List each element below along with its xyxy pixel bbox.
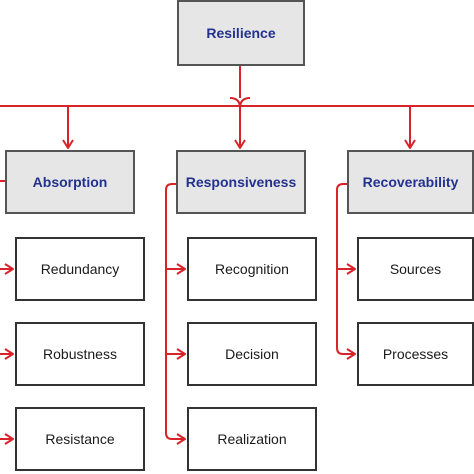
absorption-item-arrow-2 xyxy=(4,433,14,445)
recoverability-item-arrow-1 xyxy=(346,348,356,360)
category-label-recoverability: Recoverability xyxy=(362,174,459,190)
leaf-decision: Decision xyxy=(187,322,317,386)
leaf-label-recognition: Recognition xyxy=(215,261,289,277)
responsiveness-item-arrow-2 xyxy=(176,433,186,445)
responsiveness-item-arrow-0 xyxy=(176,263,186,275)
leaf-label-realization: Realization xyxy=(217,431,287,447)
absorption-item-arrow-1 xyxy=(4,348,14,360)
responsiveness-item-arrow-1 xyxy=(176,348,186,360)
leaf-sources: Sources xyxy=(357,237,474,301)
leaf-label-redundancy: Redundancy xyxy=(40,261,120,277)
leaf-processes: Processes xyxy=(357,322,474,386)
leaf-redundancy: Redundancy xyxy=(15,237,145,301)
leaf-robustness: Robustness xyxy=(15,322,145,386)
leaf-label-processes: Processes xyxy=(382,346,449,362)
category-label-responsiveness: Responsiveness xyxy=(185,174,297,190)
root-label: Resilience xyxy=(206,25,276,41)
category-recoverability: Recoverability xyxy=(347,150,474,214)
recoverability-item-arrow-0 xyxy=(346,263,356,275)
leaf-label-sources: Sources xyxy=(389,261,442,277)
root-node-resilience: Resilience xyxy=(177,0,305,66)
category-absorption: Absorption xyxy=(5,150,135,214)
drop-absorption-arrow xyxy=(62,139,74,149)
category-label-absorption: Absorption xyxy=(32,174,108,190)
category-responsiveness: Responsiveness xyxy=(176,150,306,214)
leaf-label-resistance: Resistance xyxy=(45,431,115,447)
leaf-label-decision: Decision xyxy=(225,346,279,362)
leaf-realization: Realization xyxy=(187,407,317,471)
drop-recoverability-arrow xyxy=(404,139,416,149)
absorption-item-arrow-0 xyxy=(4,263,14,275)
leaf-label-robustness: Robustness xyxy=(43,346,117,362)
drop-responsiveness-arrow xyxy=(234,139,246,149)
responsiveness-rail xyxy=(165,183,185,440)
leaf-resistance: Resistance xyxy=(15,407,145,471)
leaf-recognition: Recognition xyxy=(187,237,317,301)
